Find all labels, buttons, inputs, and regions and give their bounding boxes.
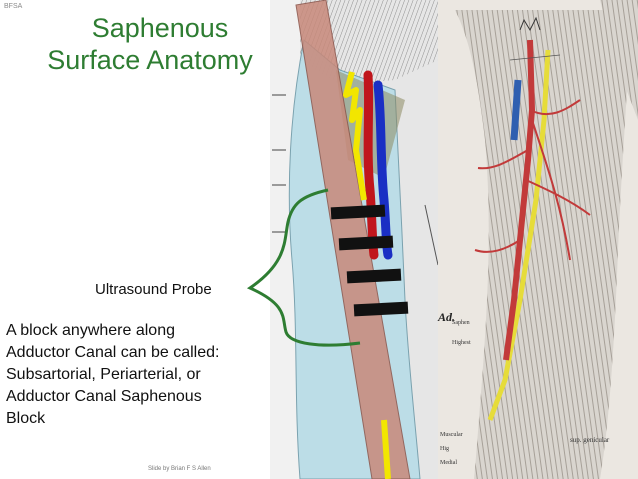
probe-bar: [346, 268, 402, 284]
block-description: A block anywhere along Adductor Canal ca…: [6, 320, 296, 430]
probe-bar: [338, 235, 394, 251]
block-text-line: Adductor Canal can be called:: [6, 344, 220, 361]
corner-tag: BFSA: [4, 3, 23, 10]
plate-label-muscular: Muscular: [440, 432, 463, 438]
plate-nerve: [487, 49, 551, 421]
plate-label-medial: Medial: [440, 460, 457, 466]
block-text-line: A block anywhere along: [6, 322, 175, 339]
slide-credit: Slide by Brian F S Allen: [148, 466, 211, 472]
plate-label-sup-genicular: sup. genicular: [570, 436, 610, 444]
block-text-line: Block: [6, 410, 46, 427]
saphenous-nerve: [343, 71, 367, 201]
anatomical-plate: [438, 0, 638, 479]
plate-artery: [503, 39, 536, 361]
plate-label-highest: Highest: [452, 340, 471, 346]
plate-vein: [510, 79, 522, 141]
title-line-1: Saphenous: [91, 13, 229, 43]
probe-bracket: [246, 188, 361, 347]
slide-title: Saphenous Surface Anatomy: [0, 12, 300, 76]
plate-artery-branch: [474, 99, 591, 261]
ultrasound-probe-label: Ultrasound Probe: [95, 281, 212, 298]
block-text-line: Adductor Canal Saphenous: [6, 388, 202, 405]
title-line-2: Surface Anatomy: [47, 45, 253, 75]
block-text-line: Subsartorial, Periarterial, or: [6, 366, 201, 383]
plate-label-ad: Ad.: [438, 310, 456, 324]
probe-bar: [330, 204, 386, 220]
plate-label-saphen: Saphen: [452, 320, 470, 326]
plate-label-hig: Hig: [440, 446, 449, 452]
probe-bars: [330, 204, 409, 317]
saphenous-nerve-distal: [381, 419, 391, 479]
probe-bar: [353, 301, 409, 317]
